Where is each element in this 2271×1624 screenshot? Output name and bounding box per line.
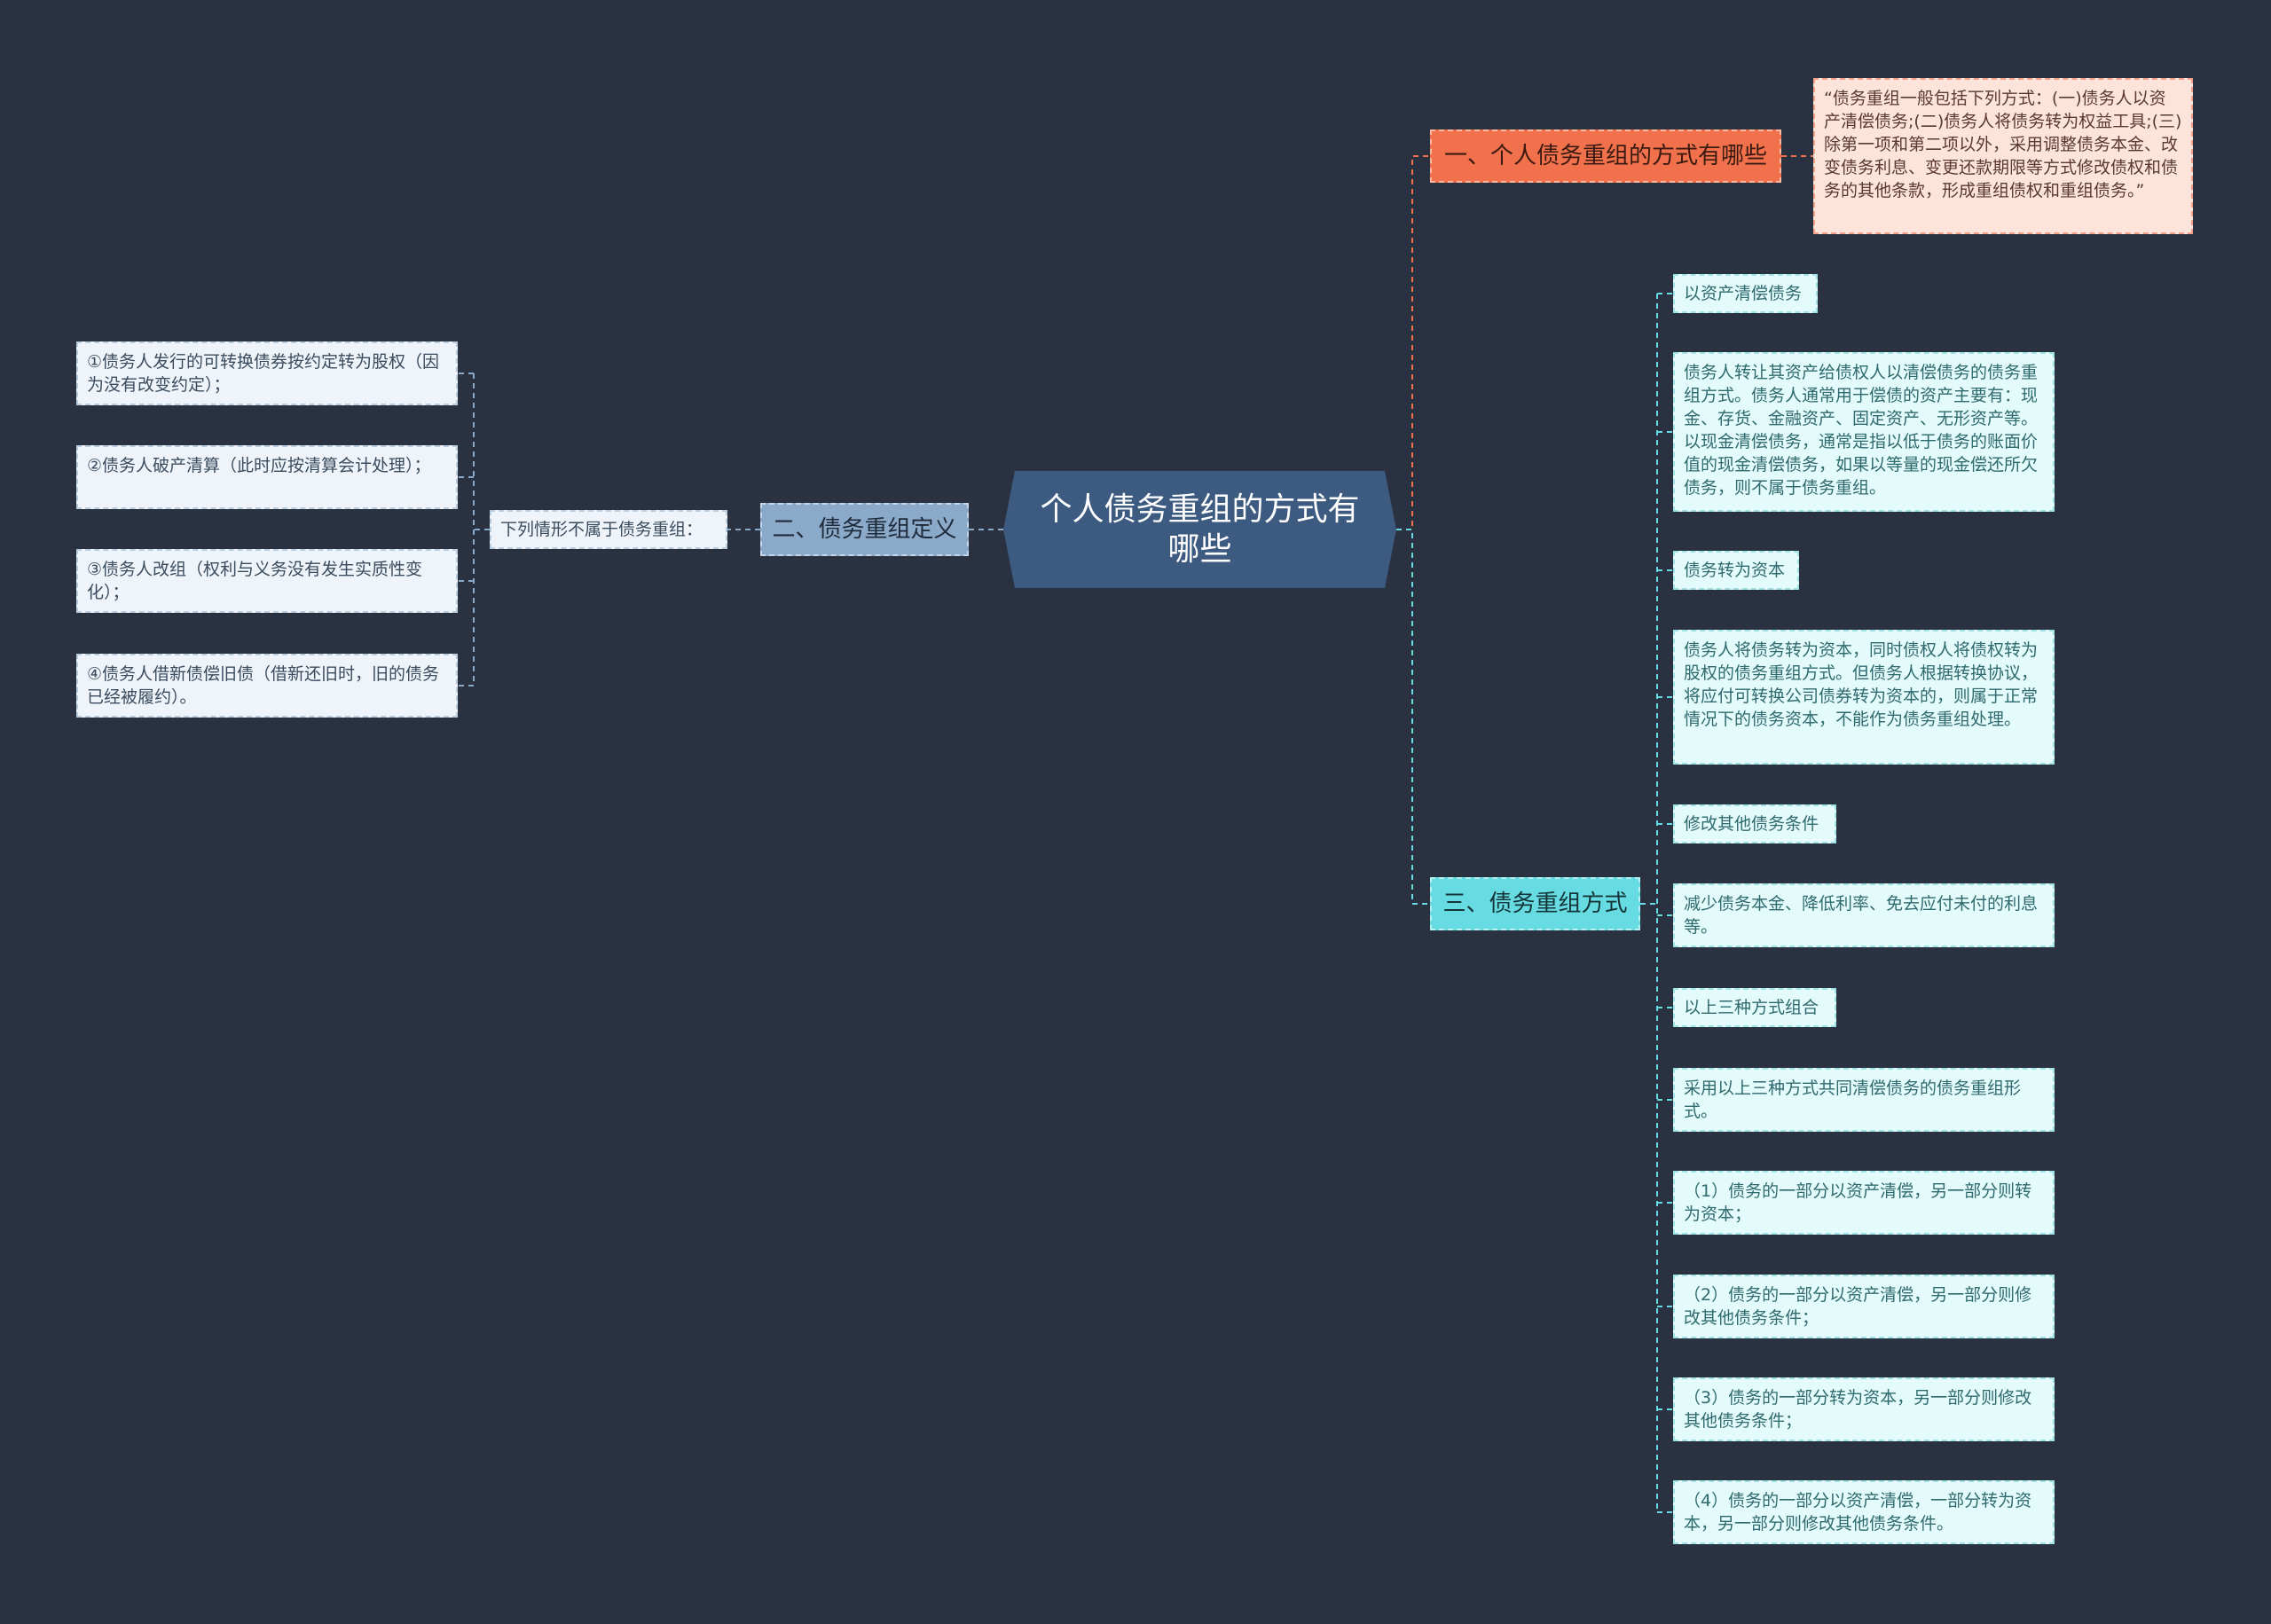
mode-combination-text: （2）债务的一部分以资产清偿，另一部分则修改其他债务条件； — [1684, 1285, 2032, 1328]
mode-detail-text: 债务人转让其资产给债权人以清偿债务的债务重组方式。债务人通常用于偿债的资产主要有… — [1684, 363, 2039, 498]
mode-detail[interactable]: 债务人转让其资产给债权人以清偿债务的债务重组方式。债务人通常用于偿债的资产主要有… — [1673, 352, 2055, 512]
mode-combination-item[interactable]: （4）债务的一部分以资产清偿，一部分转为资本，另一部分则修改其他债务条件。 — [1673, 1480, 2055, 1544]
branch-modes-label: 三、债务重组方式 — [1442, 890, 1628, 917]
exclusion-item[interactable]: ③债务人改组（权利与义务没有发生实质性变化）； — [76, 549, 458, 613]
branch-methods-label: 一、个人债务重组的方式有哪些 — [1443, 143, 1767, 169]
mode-heading[interactable]: 修改其他债务条件 — [1673, 804, 1836, 843]
exclusion-item-text: ④债务人借新债偿旧债（借新还旧时，旧的债务已经被履约）。 — [87, 664, 440, 707]
mode-heading[interactable]: 以上三种方式组合 — [1673, 988, 1836, 1027]
exclusion-item[interactable]: ②债务人破产清算（此时应按清算会计处理）； — [76, 445, 458, 509]
branch-definition-label: 二、债务重组定义 — [772, 516, 957, 543]
mode-combination-item[interactable]: （1）债务的一部分以资产清偿，另一部分则转为资本； — [1673, 1171, 2055, 1235]
branch-methods[interactable]: 一、个人债务重组的方式有哪些 — [1430, 129, 1781, 183]
branch-modes[interactable]: 三、债务重组方式 — [1430, 877, 1640, 930]
exclusion-item-text: ①债务人发行的可转换债券按约定转为股权（因为没有改变约定）； — [87, 352, 440, 395]
exclusion-item-text: ③债务人改组（权利与义务没有发生实质性变化）； — [87, 560, 423, 602]
mode-combination-item[interactable]: （2）债务的一部分以资产清偿，另一部分则修改其他债务条件； — [1673, 1275, 2055, 1338]
mode-combination-text: （3）债务的一部分转为资本，另一部分则修改其他债务条件； — [1684, 1388, 2032, 1431]
definition-subtopic-label: 下列情形不属于债务重组： — [500, 520, 703, 539]
mode-detail[interactable]: 债务人将债务转为资本，同时债权人将债权转为股权的债务重组方式。但债务人根据转换协… — [1673, 630, 2055, 765]
mode-detail[interactable]: 采用以上三种方式共同清偿债务的债务重组形式。 — [1673, 1068, 2055, 1132]
mode-heading-text: 修改其他债务条件 — [1684, 814, 1819, 834]
mode-combination-text: （1）债务的一部分以资产清偿，另一部分则转为资本； — [1684, 1181, 2032, 1224]
central-topic-label: 个人债务重组的方式有哪些 — [1040, 491, 1360, 568]
mode-heading-text: 以上三种方式组合 — [1684, 998, 1819, 1017]
mode-heading[interactable]: 债务转为资本 — [1673, 551, 1799, 590]
exclusion-item[interactable]: ①债务人发行的可转换债券按约定转为股权（因为没有改变约定）； — [76, 341, 458, 405]
mode-combination-text: （4）债务的一部分以资产清偿，一部分转为资本，另一部分则修改其他债务条件。 — [1684, 1491, 2032, 1534]
methods-note-text: “债务重组一般包括下列方式：(一)债务人以资产清偿债务;(二)债务人将债务转为权… — [1824, 89, 2182, 200]
mode-detail-text: 采用以上三种方式共同清偿债务的债务重组形式。 — [1684, 1079, 2022, 1121]
exclusion-item-text: ②债务人破产清算（此时应按清算会计处理）； — [87, 456, 431, 475]
mode-detail-text: 债务人将债务转为资本，同时债权人将债权转为股权的债务重组方式。但债务人根据转换协… — [1684, 640, 2039, 729]
exclusion-item[interactable]: ④债务人借新债偿旧债（借新还旧时，旧的债务已经被履约）。 — [76, 654, 458, 718]
mode-detail-text: 减少债务本金、降低利率、免去应付未付的利息等。 — [1684, 894, 2039, 937]
central-topic[interactable]: 个人债务重组的方式有哪些 — [1003, 471, 1396, 588]
mode-heading[interactable]: 以资产清偿债务 — [1673, 274, 1818, 313]
mode-detail[interactable]: 减少债务本金、降低利率、免去应付未付的利息等。 — [1673, 883, 2055, 947]
mode-heading-text: 债务转为资本 — [1684, 561, 1786, 580]
definition-subtopic[interactable]: 下列情形不属于债务重组： — [490, 510, 727, 549]
mode-heading-text: 以资产清偿债务 — [1684, 284, 1803, 303]
methods-note[interactable]: “债务重组一般包括下列方式：(一)债务人以资产清偿债务;(二)债务人将债务转为权… — [1813, 78, 2193, 234]
mode-combination-item[interactable]: （3）债务的一部分转为资本，另一部分则修改其他债务条件； — [1673, 1377, 2055, 1441]
branch-definition[interactable]: 二、债务重组定义 — [760, 503, 969, 556]
